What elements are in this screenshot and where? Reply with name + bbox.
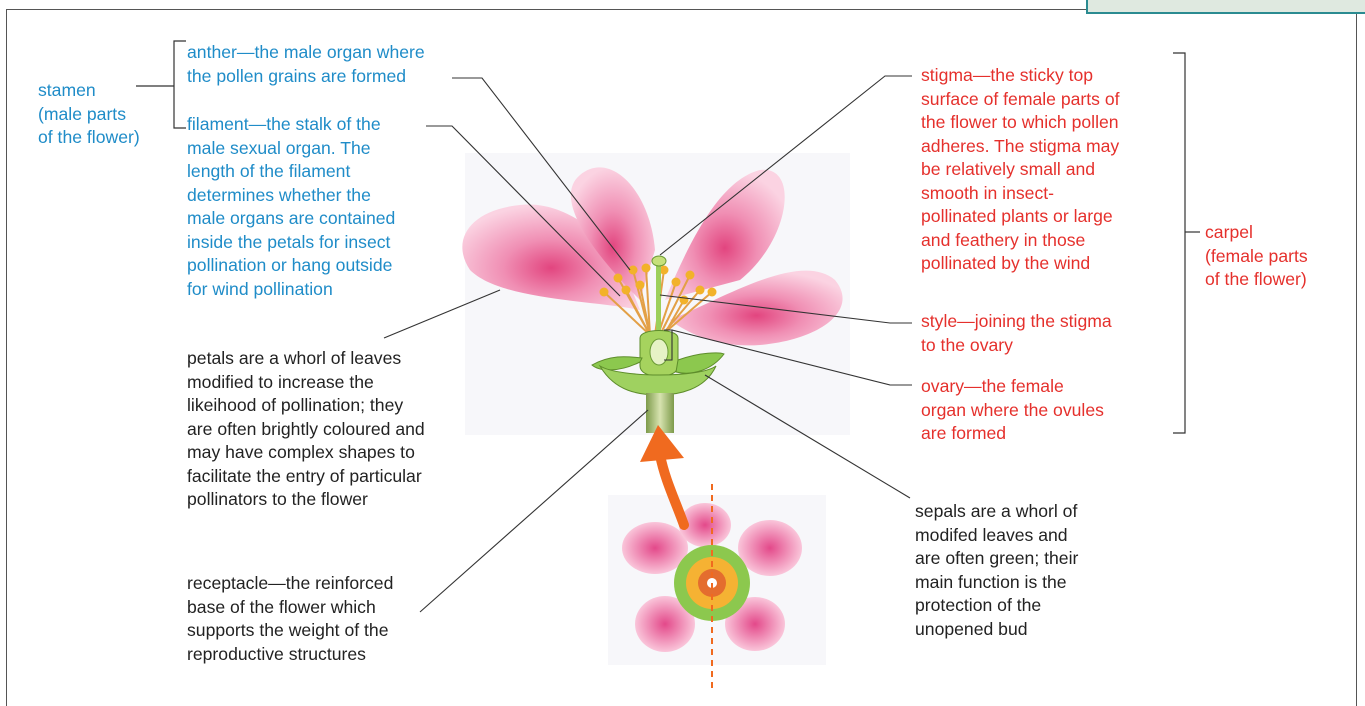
sepals-line: modifed leaves and <box>915 524 1078 548</box>
carpel-line: of the flower) <box>1205 268 1308 292</box>
filament-line: pollination or hang outside <box>187 254 395 278</box>
petals-line: facilitate the entry of particular <box>187 465 425 489</box>
anther-line: anther—the male organ where <box>187 41 425 65</box>
filament-line: male sexual organ. The <box>187 137 395 161</box>
anther-label: anther—the male organ where the pollen g… <box>187 41 425 88</box>
petals-line: pollinators to the flower <box>187 488 425 512</box>
carpel-bracket <box>1173 53 1185 433</box>
receptacle-line: supports the weight of the <box>187 619 393 643</box>
carpel-line: carpel <box>1205 221 1308 245</box>
stigma-line: stigma—the sticky top <box>921 64 1120 88</box>
small-petal <box>738 520 802 576</box>
receptacle-label: receptacle—the reinforced base of the fl… <box>187 572 393 666</box>
stigma-line: the flower to which pollen <box>921 111 1120 135</box>
stigma-line: and feathery in those <box>921 229 1120 253</box>
stamen-line: stamen <box>38 79 140 103</box>
stigma-line: be relatively small and <box>921 158 1120 182</box>
ovary-label: ovary—the female organ where the ovules … <box>921 375 1104 446</box>
stem <box>646 393 674 433</box>
stigma-line: pollinated by the wind <box>921 252 1120 276</box>
petals-line: modified to increase the <box>187 371 425 395</box>
filament-label: filament—the stalk of the male sexual or… <box>187 113 395 301</box>
stamen-line: of the flower) <box>38 126 140 150</box>
filament-line: inside the petals for insect <box>187 231 395 255</box>
filament-line: determines whether the <box>187 184 395 208</box>
style <box>656 262 661 332</box>
petals-label: petals are a whorl of leaves modified to… <box>187 347 425 512</box>
stigma-line: adheres. The stigma may <box>921 135 1120 159</box>
petals-line: may have complex shapes to <box>187 441 425 465</box>
receptacle-line: reproductive structures <box>187 643 393 667</box>
filament-line: male organs are contained <box>187 207 395 231</box>
sepals-line: are often green; their <box>915 547 1078 571</box>
receptacle-line: base of the flower which <box>187 596 393 620</box>
carpel-line: (female parts <box>1205 245 1308 269</box>
ovary-line: are formed <box>921 422 1104 446</box>
ovary-line: organ where the ovules <box>921 399 1104 423</box>
stigma-line: smooth in insect- <box>921 182 1120 206</box>
style-line: style—joining the stigma <box>921 310 1112 334</box>
sepals-line: unopened bud <box>915 618 1078 642</box>
stamen-bracket <box>174 41 186 128</box>
petals-line: are often brightly coloured and <box>187 418 425 442</box>
style-label: style—joining the stigma to the ovary <box>921 310 1112 357</box>
filament-line: for wind pollination <box>187 278 395 302</box>
anther-line: the pollen grains are formed <box>187 65 425 89</box>
filament-line: length of the filament <box>187 160 395 184</box>
stigma <box>652 256 666 266</box>
stigma-line: pollinated plants or large <box>921 205 1120 229</box>
stigma-line: surface of female parts of <box>921 88 1120 112</box>
stamen-label: stamen (male parts of the flower) <box>38 79 140 150</box>
sepals-line: sepals are a whorl of <box>915 500 1078 524</box>
carpel-label: carpel (female parts of the flower) <box>1205 221 1308 292</box>
receptacle-line: receptacle—the reinforced <box>187 572 393 596</box>
ovary-line: ovary—the female <box>921 375 1104 399</box>
petals-line: petals are a whorl of leaves <box>187 347 425 371</box>
sepals-line: main function is the <box>915 571 1078 595</box>
sepals-label: sepals are a whorl of modifed leaves and… <box>915 500 1078 641</box>
style-line: to the ovary <box>921 334 1112 358</box>
sepals-line: protection of the <box>915 594 1078 618</box>
stigma-label: stigma—the sticky top surface of female … <box>921 64 1120 276</box>
petals-line: likeihood of pollination; they <box>187 394 425 418</box>
filament-line: filament—the stalk of the <box>187 113 395 137</box>
stamen-line: (male parts <box>38 103 140 127</box>
